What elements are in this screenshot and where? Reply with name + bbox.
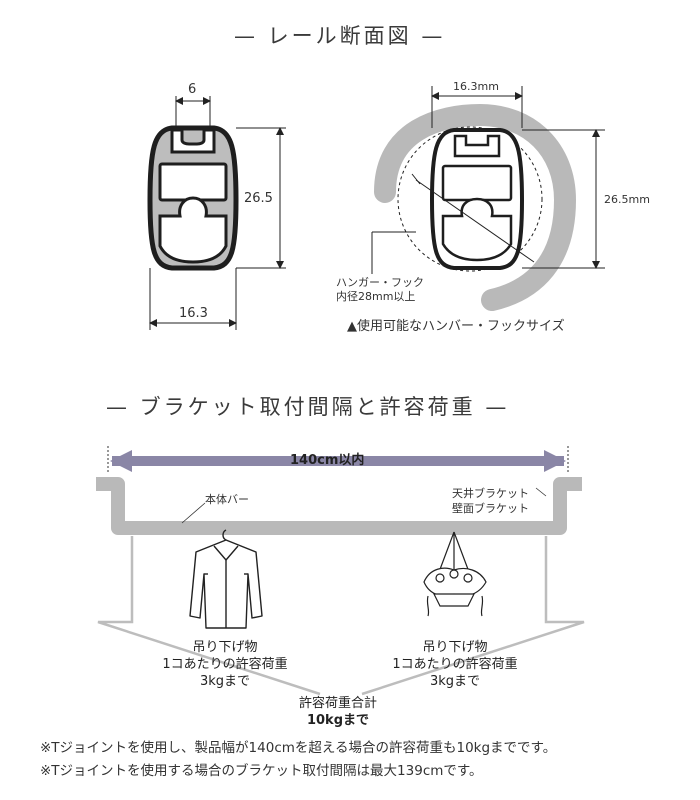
bar-and-brackets [96,477,582,535]
total-load-line1: 許容荷重合計 [298,696,377,711]
shirt-icon [189,529,263,629]
left-load-line1: 吊り下げ物 [192,640,258,655]
hook-curve [374,103,577,311]
note-2: ※Tジョイントを使用する場合のブラケット取付間隔は最大139cmです。 [40,763,483,779]
hanging-plant-icon [423,531,487,617]
hook-label-line2: 内径28mm以上 [336,290,416,303]
right-load-line1: 吊り下げ物 [422,640,488,655]
section2-title: — ブラケット取付間隔と許容荷重 — [106,395,510,419]
bracket-label-line2: 壁面ブラケット [452,502,529,515]
span-arrow [107,446,569,474]
right-dim-top: 16.3mm [453,80,499,93]
right-load-line2: 1コあたりの許容荷重 [392,656,518,672]
leader-lines [181,487,547,524]
note-1: ※Tジョイントを使用し、製品幅が140cmを超える場合の許容荷重も10kgまでで… [40,740,557,756]
hook-label-line1: ハンガー・フック [336,276,424,289]
left-dim-height: 26.5 [244,191,273,206]
left-load-line3: 3kgまで [199,673,251,689]
right-dimensions [371,86,605,274]
support-lines [97,536,585,696]
left-dim-bottom: 16.3 [179,306,208,321]
right-load-line3: 3kgまで [429,673,481,689]
left-dim-top: 6 [188,82,197,97]
left-dimensions [149,96,286,330]
bracket-label-line1: 天井ブラケット [452,487,529,500]
hook-size-caption: ▲使用可能なハンバー・フックサイズ [347,319,565,334]
right-dim-height: 26.5mm [604,193,650,206]
hook-inner-circle [397,126,543,272]
bar-label: 本体バー [205,493,249,506]
span-label: 140cm以内 [290,453,365,468]
left-load-line2: 1コあたりの許容荷重 [162,656,288,672]
left-load-label: 吊り下げ物 1コあたりの許容荷重 3kgまで [150,640,300,691]
total-load-label: 許容荷重合計 10kgまで [268,696,408,730]
left-rail-profile [147,125,239,271]
right-rail-profile [429,128,525,270]
total-load-line2: 10kgまで [306,712,370,728]
right-load-label: 吊り下げ物 1コあたりの許容荷重 3kgまで [380,640,530,691]
section1-title: — レール断面図 — [234,24,446,48]
